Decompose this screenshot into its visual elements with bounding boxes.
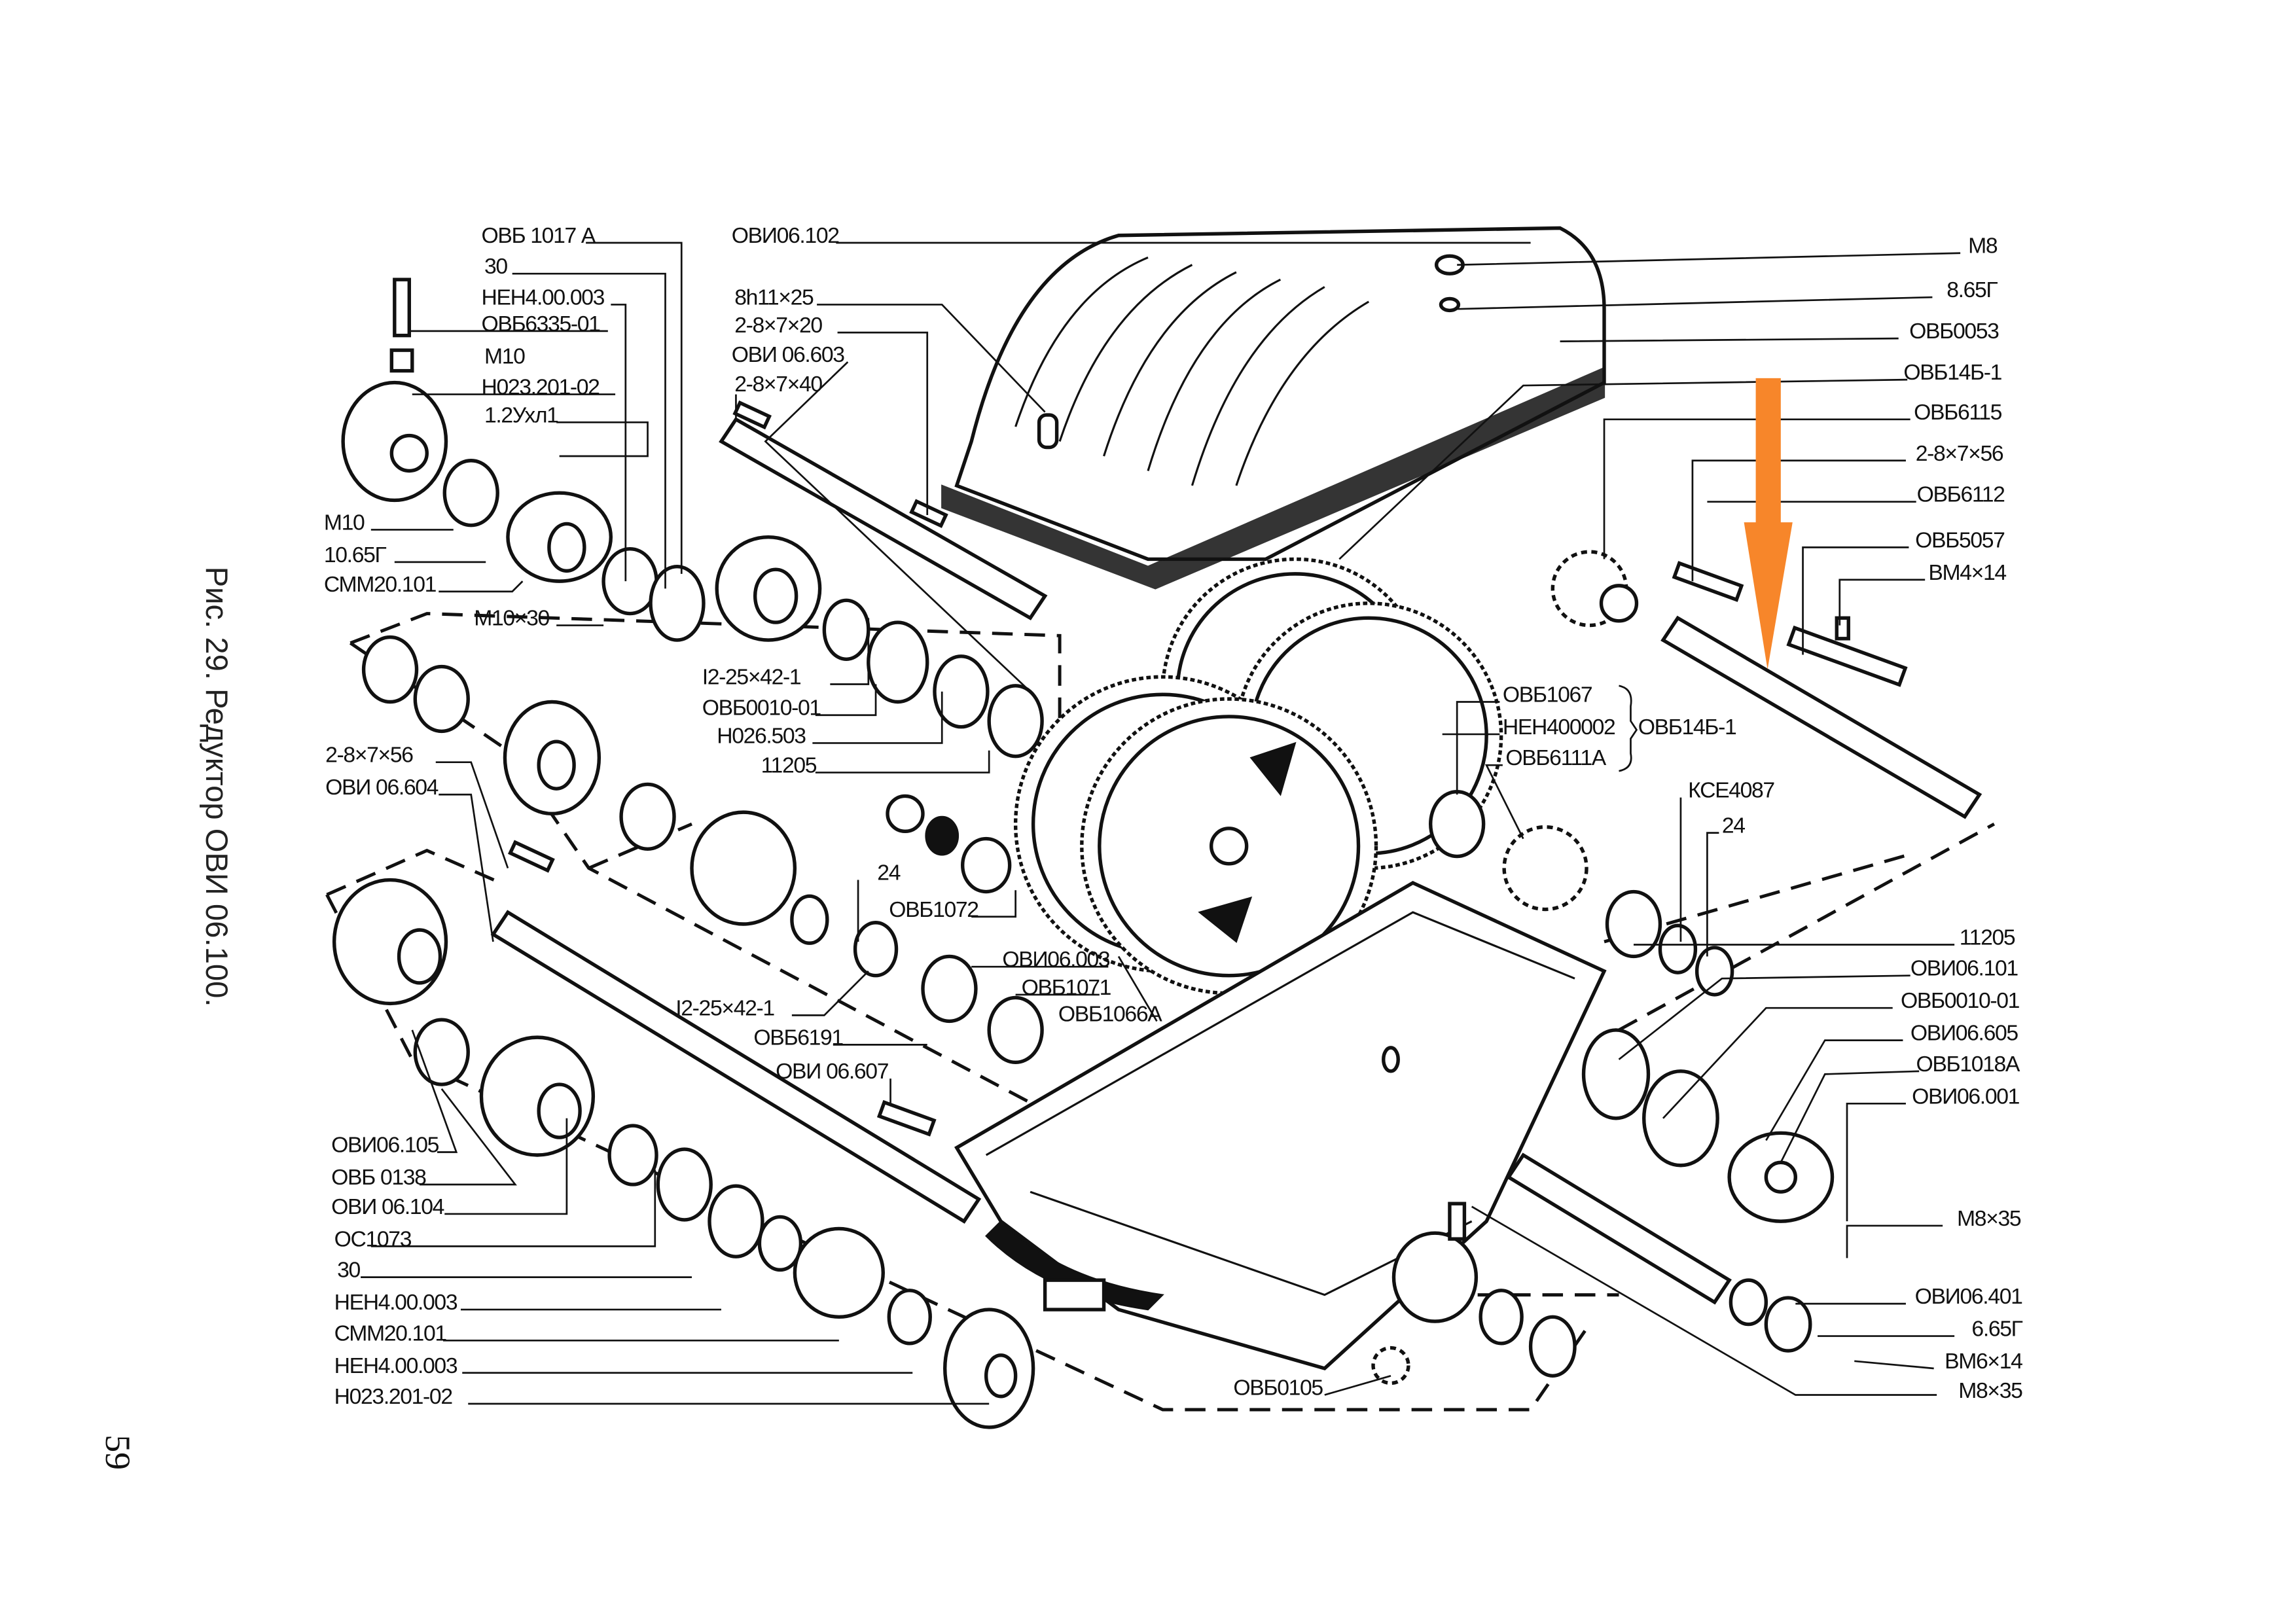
shafts xyxy=(490,400,1982,1305)
part-label-top-middle: Н026.503 xyxy=(717,723,806,748)
part-label-top-middle: 2-8×7×20 xyxy=(734,313,822,338)
highlight-arrow xyxy=(1744,378,1793,670)
part-label-right-middle: НЕН400002 xyxy=(1503,715,1615,740)
part-labels: ОВБ 1017 А30НЕН4.00.003ОВБ6335-01М10Н023… xyxy=(324,223,2024,1409)
assembly-dashed-lines xyxy=(325,612,1996,1412)
part-label-right-bottom: 6.65Г xyxy=(1971,1317,2022,1342)
part-label-center: I2-25×42-1 xyxy=(675,995,774,1020)
part-label-right-top: ОВБ0053 xyxy=(1909,319,1999,344)
part-label-right-middle: КСЕ4087 xyxy=(1688,778,1774,803)
part-label-top-middle: ОВБ0010-01 xyxy=(702,696,821,721)
part-label-left-bottom: ОВИ 06.104 xyxy=(331,1194,444,1219)
part-label-left-bottom: НЕН4.00.003 xyxy=(334,1353,457,1378)
gearbox-cover xyxy=(941,226,1606,590)
part-label-right-top: ОВБ5057 xyxy=(1915,527,2005,552)
part-label-right-top: 8.65Г xyxy=(1946,277,1998,302)
part-label-left-bottom: 30 xyxy=(337,1258,360,1283)
part-label-right-middle: 24 xyxy=(1722,813,1745,838)
gear-set xyxy=(1013,557,1503,995)
part-label-left-bottom: ОВБ 0138 xyxy=(331,1165,426,1190)
part-label-right-bottom: ОВБ1018А xyxy=(1916,1052,2020,1077)
part-label-left-bottom: ОВИ06.105 xyxy=(331,1133,439,1158)
part-label-top-middle: 11205 xyxy=(761,753,817,777)
part-label-right-bottom: ОВИ06.101 xyxy=(1910,956,2018,981)
part-label-center: ОВИ06.003 xyxy=(1002,947,1110,972)
part-label-right-top: ОВБ6112 xyxy=(1917,482,2005,507)
part-label-right-bottom: 11205 xyxy=(1960,925,2015,950)
part-label-right-bottom: ВМ6×14 xyxy=(1945,1349,2022,1374)
part-label-left-middle: 2-8×7×56 xyxy=(325,743,413,768)
part-label-left-bottom: НЕН4.00.003 xyxy=(334,1290,457,1315)
part-label-right-bottom: М8×35 xyxy=(1957,1206,2021,1231)
part-label-right-bottom: М8×35 xyxy=(1958,1378,2022,1403)
part-label-center: ОВБ6191 xyxy=(753,1025,843,1050)
part-label-left-top: ОВБ 1017 А xyxy=(481,223,596,248)
part-label-left-bottom: ОС1073 xyxy=(334,1226,412,1251)
part-label-left-top: 10.65Г xyxy=(324,543,387,567)
part-label-right-middle: ОВБ6111А xyxy=(1505,745,1606,770)
part-label-right-top: ОВБ14Б-1 xyxy=(1903,360,2001,385)
part-label-left-top: НЕН4.00.003 xyxy=(481,285,604,310)
leader-lines xyxy=(361,241,1961,1405)
part-label-center: ОВБ1071 xyxy=(1022,975,1111,1000)
part-label-right-middle: ОВБ1067 xyxy=(1503,682,1592,707)
part-label-top-middle: 2-8×7×40 xyxy=(734,372,822,397)
part-label-center: ОВБ1066А xyxy=(1058,1001,1162,1026)
part-label-right-middle: ОВБ14Б-1 xyxy=(1638,715,1736,740)
part-label-left-top: М10 xyxy=(484,344,525,368)
part-label-left-top: СММ20.101 xyxy=(324,572,437,597)
part-label-left-bottom: ОВБ0105 xyxy=(1233,1375,1323,1400)
part-label-center: 24 xyxy=(877,861,900,885)
part-label-right-top: 2-8×7×56 xyxy=(1916,441,2003,466)
figure-caption: Рис. 29. Редуктор ОВИ 06.100. xyxy=(199,567,234,1007)
page-number: 59 xyxy=(98,1435,137,1470)
part-label-right-bottom: ОВИ06.401 xyxy=(1915,1284,2023,1309)
small-parts xyxy=(332,277,1850,1429)
part-label-left-bottom: СММ20.101 xyxy=(334,1321,447,1346)
part-label-left-top: М10 xyxy=(324,510,365,535)
part-label-top-middle: 8h11×25 xyxy=(734,285,814,310)
part-label-top-middle: I2-25×42-1 xyxy=(702,665,801,690)
part-label-left-top: М10×30 xyxy=(474,606,549,631)
part-label-right-bottom: ОВБ0010-01 xyxy=(1901,988,2020,1013)
part-label-right-bottom: ОВИ06.605 xyxy=(1910,1021,2018,1046)
part-label-right-bottom: ОВИ06.001 xyxy=(1912,1084,2020,1109)
part-label-right-top: ВМ4×14 xyxy=(1928,560,2006,585)
part-label-top-middle: ОВИ 06.603 xyxy=(732,342,845,367)
part-label-left-top: Н023.201-02 xyxy=(481,375,600,400)
part-label-top-middle: ОВИ06.102 xyxy=(732,223,840,248)
part-label-left-top: 30 xyxy=(484,254,507,279)
part-label-center: ОВБ1072 xyxy=(889,897,978,922)
part-label-center: ОВИ 06.607 xyxy=(776,1059,889,1084)
part-label-right-top: ОВБ6115 xyxy=(1914,400,2002,425)
part-label-left-top: 1.2Ухл1 xyxy=(484,402,558,427)
part-label-right-top: М8 xyxy=(1968,234,1998,259)
part-label-left-middle: ОВИ 06.604 xyxy=(325,775,439,800)
part-label-left-bottom: Н023.201-02 xyxy=(334,1384,453,1409)
part-label-left-top: ОВБ6335-01 xyxy=(481,312,600,336)
